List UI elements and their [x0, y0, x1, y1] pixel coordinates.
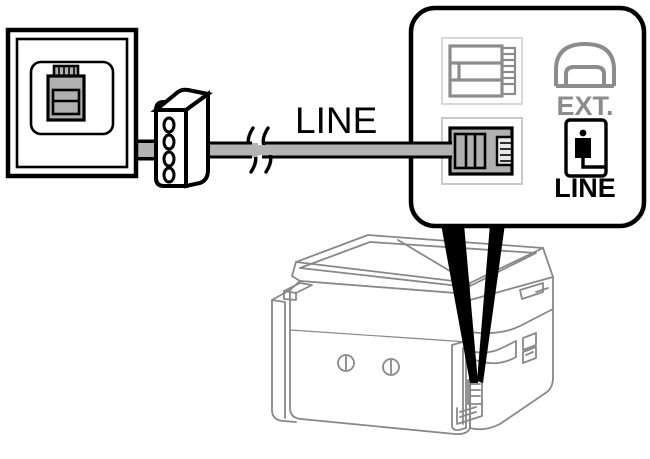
cable-break-fill — [246, 145, 272, 155]
line-port-label: LINE — [554, 173, 616, 203]
printer-screws — [337, 354, 400, 376]
telephone-cable-middle — [208, 141, 258, 159]
callout-leader-lines — [441, 224, 505, 383]
wall-jack-icon — [564, 118, 608, 178]
printer-rear-view — [271, 234, 554, 436]
splitter-holes — [162, 116, 176, 184]
ext-port-socket — [441, 37, 523, 105]
ext-label: EXT. — [556, 91, 613, 121]
rj11-connector — [46, 64, 86, 122]
screw-icon — [382, 358, 400, 376]
cable-line-label: LINE — [295, 100, 377, 141]
dsl-splitter-box — [150, 87, 213, 189]
telephone-cable-right — [262, 141, 452, 159]
telephone-handset-icon — [554, 41, 616, 88]
screw-icon — [337, 354, 355, 372]
line-port-socket — [441, 117, 523, 185]
